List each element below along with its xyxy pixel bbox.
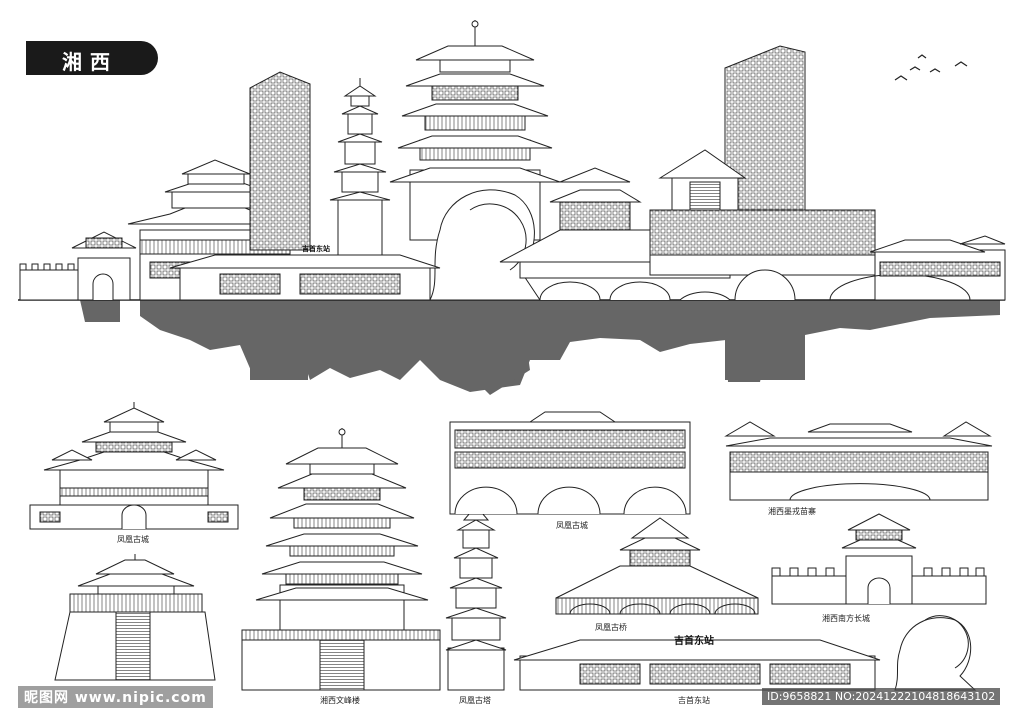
- label-morong-miao-village: 湘西墨戎苗寨: [768, 507, 816, 516]
- title-banner: [26, 41, 158, 75]
- label-phoenix-bridge: 凤凰古桥: [595, 623, 627, 632]
- item-phoenix-bridge: [555, 517, 759, 615]
- label-phoenix-city-wall: 凤凰古城: [556, 521, 588, 530]
- skyline-sculpture: [429, 189, 541, 301]
- skyline-illustration: [18, 20, 1006, 301]
- skyline-pagoda: [329, 78, 391, 256]
- skyline-city-wall: [19, 231, 137, 301]
- label-southern-great-wall: 湘西南方长城: [822, 614, 870, 623]
- watermark-site: 昵图网 www.nipic.com: [18, 686, 213, 708]
- skyline-highrise-left: [249, 71, 311, 251]
- page-title: 湘西: [62, 50, 118, 74]
- label-wenfeng-tower: 湘西文峰楼: [320, 696, 360, 705]
- skyline-right-complex: [649, 149, 1006, 301]
- label-jishou-east-station: 吉首东站: [678, 696, 710, 705]
- item-phoenix-ancient-city-temple: [29, 402, 239, 530]
- label-phoenix-pagoda: 凤凰古塔: [459, 696, 491, 705]
- skyline-reflection: [80, 300, 1000, 395]
- item-sculpture: [894, 615, 977, 691]
- skyline-station-sign: 吉首东站: [302, 244, 330, 253]
- item-jishou-east-station: [513, 639, 881, 691]
- birds-icon: [894, 54, 968, 81]
- watermark-id: ID:9658821 NO:20241222104818643102: [762, 688, 1001, 705]
- label-phoenix-ancient-city: 凤凰古城: [117, 535, 149, 544]
- skyline-station: [169, 254, 441, 301]
- item-phoenix-pagoda: [445, 498, 507, 691]
- item-morong-miao-village: [724, 421, 993, 501]
- item-staircase-hall: [54, 554, 216, 681]
- item-southern-great-wall: [771, 513, 987, 605]
- item-wenfeng-tower: [241, 428, 441, 691]
- item-phoenix-city-wall-building: [449, 411, 691, 515]
- jishou-station-sign: 吉首东站: [674, 636, 714, 647]
